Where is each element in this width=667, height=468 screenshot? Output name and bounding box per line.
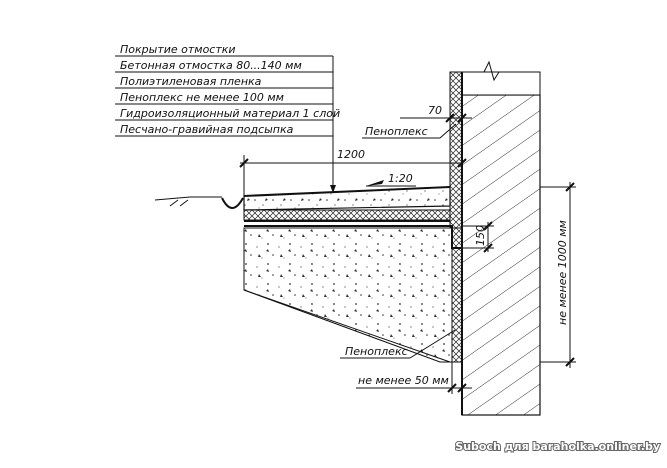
wall xyxy=(461,60,541,416)
legend-item-film: Полиэтиленовая пленка xyxy=(120,75,262,88)
blind-area-slab xyxy=(243,186,451,212)
dimension-width: 1200 xyxy=(239,148,467,196)
callout-penoplex-top: Пеноплекс xyxy=(362,123,457,139)
dimension-width-label: 1200 xyxy=(337,148,365,161)
legend-item-concrete: Бетонная отмостка 80...140 мм xyxy=(120,59,302,72)
dimension-depth: не менее 1000 мм xyxy=(540,182,576,368)
slope-marker: 1:20 xyxy=(366,172,416,187)
penoplex-layer xyxy=(243,209,451,221)
wall-insulation xyxy=(449,71,463,415)
slope-label: 1:20 xyxy=(388,172,413,185)
dimension-insulation-label: 70 xyxy=(428,104,442,117)
sand-gravel-bed xyxy=(243,227,453,363)
dimension-gap-label: не менее 50 мм xyxy=(358,374,449,387)
legend-block: Покрытие отмостки Бетонная отмостка 80..… xyxy=(115,43,340,193)
legend-item-waterproofing: Гидроизоляционный материал 1 слой xyxy=(120,107,340,120)
callout-penoplex-bottom: Пеноплекс xyxy=(340,329,456,359)
callout-penoplex-bottom-label: Пеноплекс xyxy=(345,345,408,358)
dimension-insulation: 70 xyxy=(400,104,472,123)
dimension-depth-label: не менее 1000 мм xyxy=(556,220,569,325)
legend-item-penoplex: Пеноплекс не менее 100 мм xyxy=(120,91,284,104)
dimension-step: 150 xyxy=(462,221,494,253)
legend-item-cover: Покрытие отмостки xyxy=(120,43,236,56)
drainage-gutter xyxy=(221,197,244,209)
watermark: Suboch для baraholka.onliner.by xyxy=(455,440,660,453)
dimension-step-label: 150 xyxy=(474,225,487,246)
callout-penoplex-top-label: Пеноплекс xyxy=(365,125,428,138)
ground-line xyxy=(154,196,222,201)
legend-item-sand-gravel: Песчано-гравийная подсыпка xyxy=(120,123,294,136)
dimension-gap: не менее 50 мм xyxy=(356,362,472,394)
